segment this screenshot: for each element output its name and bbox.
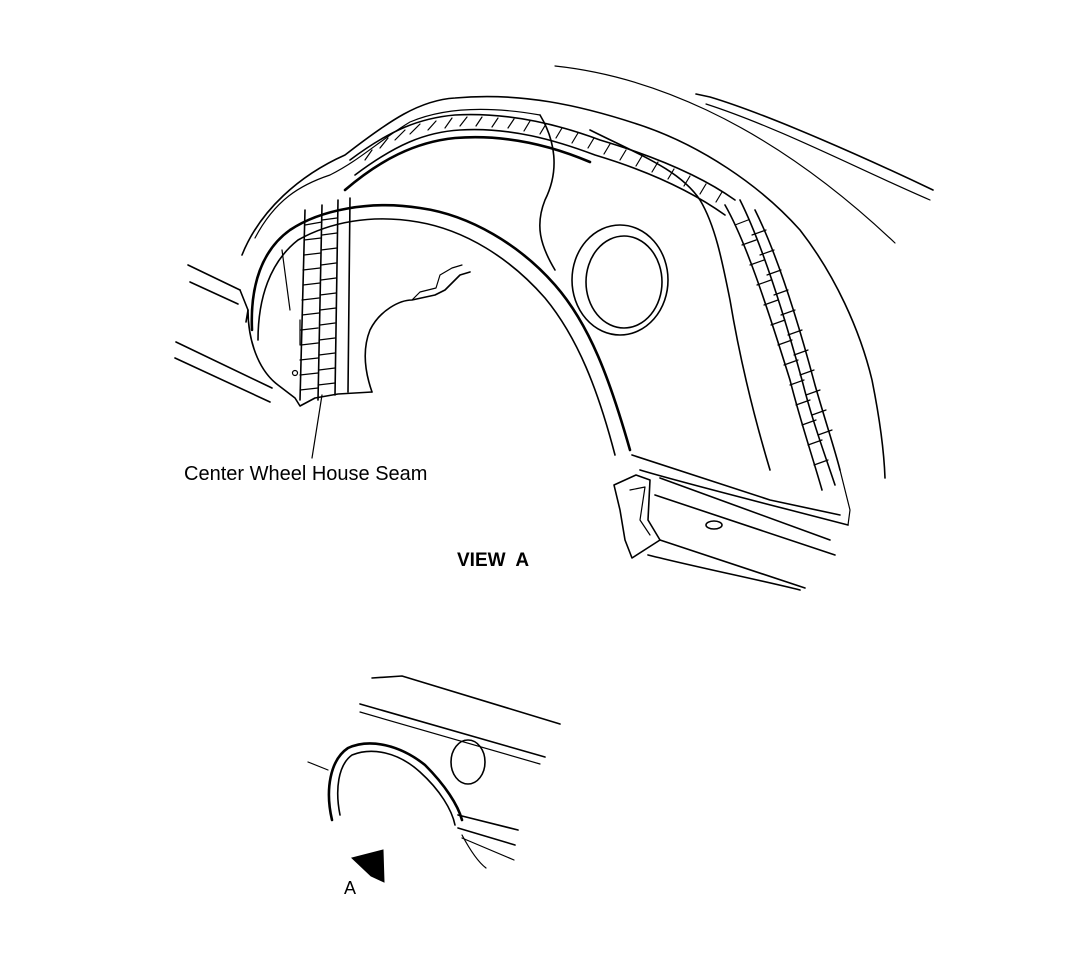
locator-filler-door xyxy=(450,739,486,785)
floor-line-4 xyxy=(174,357,271,403)
locator-wheel-arch xyxy=(327,742,464,822)
inner-wheelhouse-bracket xyxy=(411,264,463,301)
locator-roof-line xyxy=(371,675,561,725)
view-title: VIEW A xyxy=(457,550,529,571)
upper-body-rail xyxy=(695,93,934,191)
wheel-arch-outer xyxy=(250,203,632,452)
floor-line-2 xyxy=(189,281,239,305)
panel-contour xyxy=(589,129,771,471)
floor-line-1 xyxy=(187,264,241,291)
rocker-sill xyxy=(613,454,851,591)
locator-wheel-arch-inner xyxy=(336,750,456,826)
callout-label: Center Wheel House Seam xyxy=(184,463,427,485)
view-direction-arrow-icon xyxy=(351,849,385,883)
seam-band-top xyxy=(343,113,736,216)
locator-sill-top xyxy=(457,814,519,831)
inner-wheelhouse xyxy=(364,271,471,393)
locator-sill-mid xyxy=(457,827,516,846)
floor-line-3 xyxy=(175,341,273,389)
arrow-label: A xyxy=(344,878,356,898)
filler-opening-outer xyxy=(571,224,669,336)
locator-sill-bottom xyxy=(461,837,515,861)
sill-hole xyxy=(705,520,723,530)
locator-body-lower xyxy=(461,834,487,869)
locator-sketch: A xyxy=(307,675,561,898)
seam-band-left xyxy=(299,197,351,401)
detail-view-a: Center Wheel House Seam VIEW A xyxy=(174,65,934,591)
quarter-panel-outer xyxy=(241,95,886,479)
floor-step xyxy=(239,289,249,323)
small-hole xyxy=(291,369,299,377)
locator-arch-lip xyxy=(307,761,329,771)
seam-band-right xyxy=(724,199,841,491)
inner-panel-edge xyxy=(539,114,556,271)
quarter-panel-inner-shell xyxy=(254,108,541,239)
callout-leader-line xyxy=(311,394,323,459)
locator-belt-line-1 xyxy=(359,703,546,758)
locator-belt-line-2 xyxy=(359,711,541,765)
filler-opening-inner xyxy=(585,235,663,329)
upper-body-line xyxy=(554,65,896,244)
arch-lower-lip xyxy=(247,309,373,407)
inner-wheelhouse-flange xyxy=(281,249,301,346)
upper-body-rail-inner xyxy=(705,103,931,201)
